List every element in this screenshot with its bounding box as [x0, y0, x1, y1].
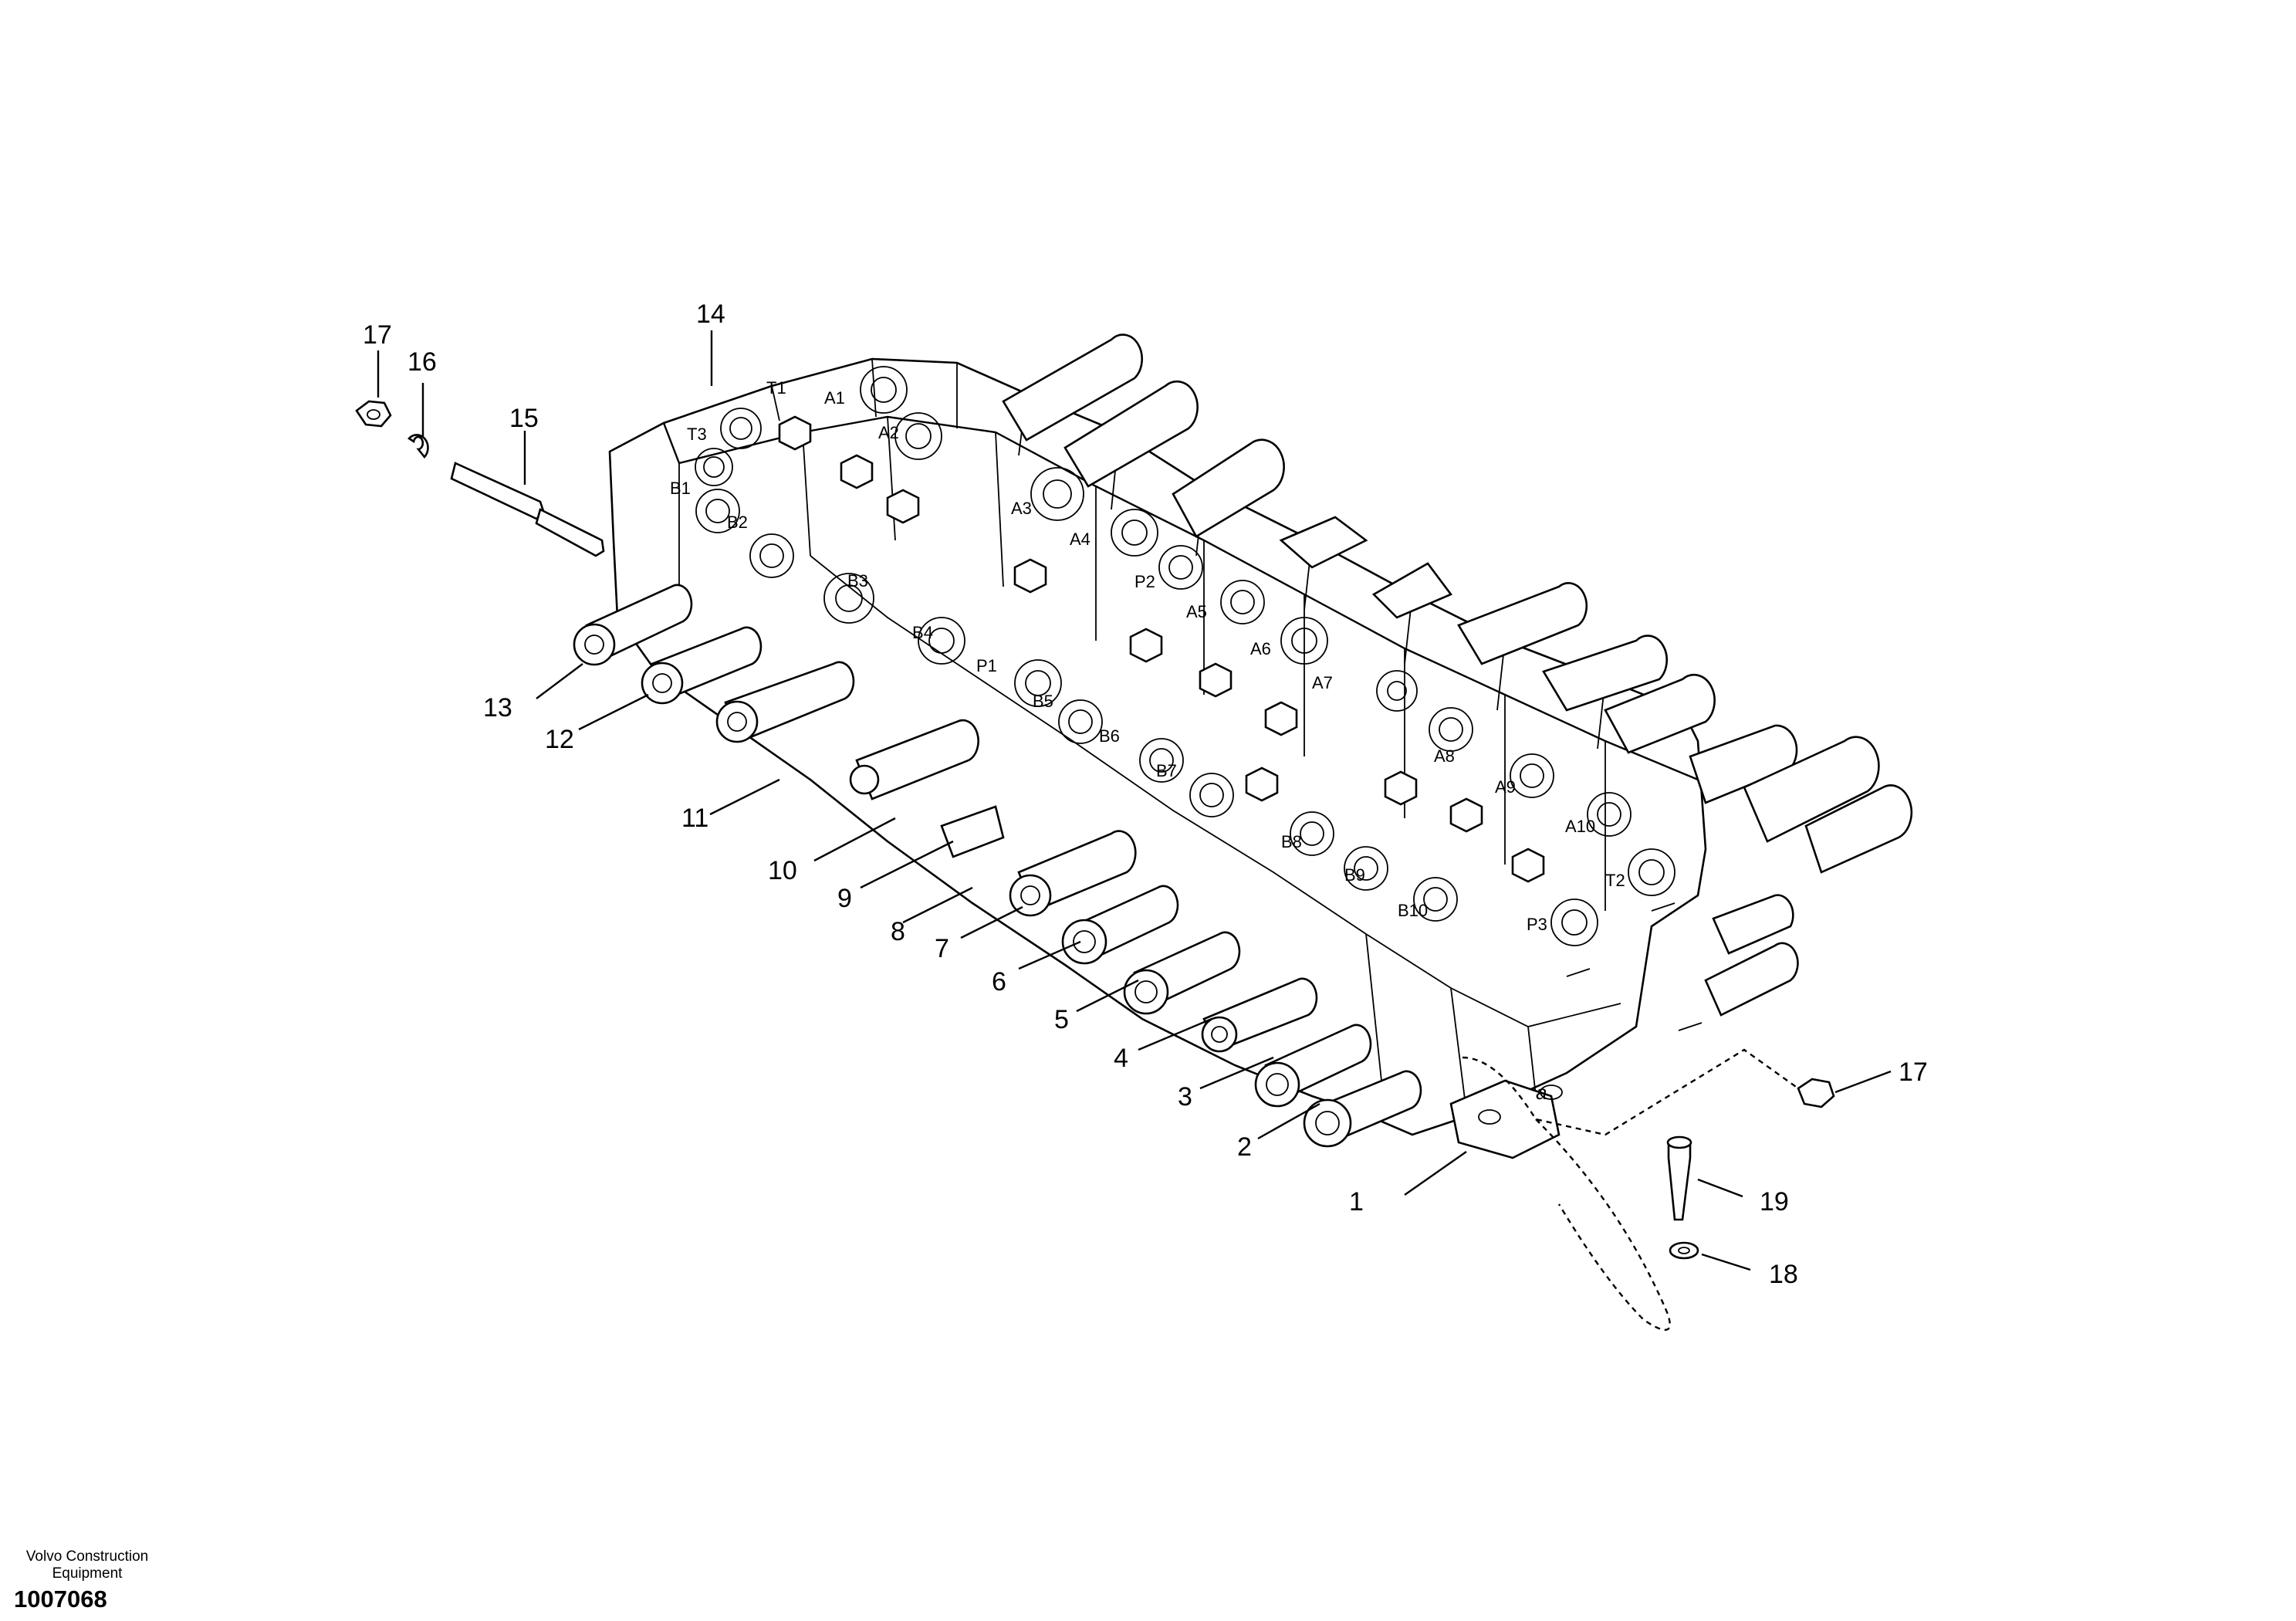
callout-14: 14: [696, 299, 725, 329]
rear-spool-caps: [1002, 333, 1913, 955]
port-label-b8: B8: [1281, 832, 1302, 851]
port-label-b4: B4: [912, 623, 933, 642]
footer-document-number: 1007068: [14, 1585, 107, 1613]
port-label-p3: P3: [1527, 915, 1547, 934]
callout-labels: 1 2 3 4 5 6 7 8 9 10 11 12 13 14 15 16 1…: [363, 299, 1928, 1289]
callout-18: 18: [1769, 1260, 1798, 1289]
tie-rod-parts: [355, 400, 605, 557]
port-label-t2: T2: [1605, 871, 1625, 890]
callout-16: 16: [407, 347, 437, 377]
port-label-b6: B6: [1099, 726, 1120, 746]
callout-5: 5: [1054, 1005, 1069, 1034]
port-label-a6: A6: [1250, 639, 1271, 658]
port-label-a2: A2: [878, 423, 899, 442]
port-label-t3: T3: [687, 425, 707, 444]
callout-19: 19: [1760, 1187, 1789, 1217]
footer-company-name: Volvo Construction Equipment: [25, 1548, 149, 1582]
callout-15: 15: [509, 404, 539, 433]
port-label-a9: A9: [1495, 777, 1516, 797]
hex-plugs: [778, 415, 1545, 883]
port-labels: T1 A1 T3 A2 B1 A3 B2 A4 B3 P2 A5 B4 A6 P…: [670, 378, 1625, 934]
detail-mark: a: [1536, 1081, 1547, 1104]
port-label-a7: A7: [1312, 673, 1333, 692]
leader-lines: [377, 330, 1892, 1271]
callout-12: 12: [545, 725, 574, 754]
callout-2: 2: [1237, 1132, 1252, 1162]
mounting-hardware: [1666, 1078, 1835, 1260]
detail-reference-line: [1462, 1048, 1799, 1332]
port-label-b2: B2: [727, 513, 748, 532]
callout-4: 4: [1114, 1044, 1128, 1073]
port-label-t1: T1: [766, 378, 786, 398]
control-valve-assembly: [573, 333, 1913, 1159]
port-label-a10: A10: [1565, 817, 1595, 836]
callout-17-left: 17: [363, 320, 392, 350]
callout-6: 6: [992, 967, 1006, 997]
port-label-b10: B10: [1398, 901, 1428, 920]
port-label-a8: A8: [1434, 746, 1455, 766]
callout-10: 10: [768, 856, 797, 885]
port-label-b9: B9: [1344, 865, 1365, 885]
port-label-a5: A5: [1186, 602, 1207, 621]
callout-9: 9: [837, 884, 852, 913]
port-label-p1: P1: [976, 656, 997, 675]
port-label-a3: A3: [1011, 499, 1032, 518]
callout-13: 13: [483, 693, 512, 723]
port-label-a1: A1: [824, 388, 845, 408]
port-label-p2: P2: [1134, 572, 1155, 591]
port-label-b1: B1: [670, 479, 691, 498]
port-label-b5: B5: [1033, 692, 1053, 711]
callout-17-right: 17: [1899, 1058, 1928, 1087]
port-bores: [695, 366, 1676, 946]
callout-1: 1: [1349, 1187, 1364, 1217]
front-fittings: [573, 584, 1422, 1148]
port-label-b3: B3: [847, 571, 868, 591]
port-label-a4: A4: [1070, 530, 1091, 549]
callout-11: 11: [681, 804, 708, 833]
callout-7: 7: [935, 934, 949, 963]
port-label-b7: B7: [1156, 761, 1177, 780]
callout-8: 8: [891, 917, 905, 946]
callout-3: 3: [1178, 1082, 1192, 1112]
